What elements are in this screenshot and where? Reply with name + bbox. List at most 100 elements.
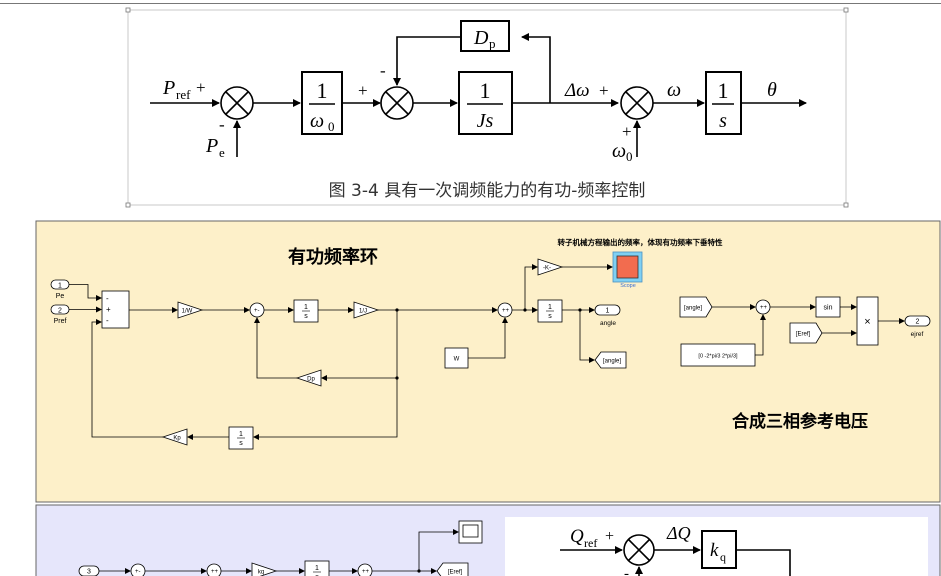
scope-block[interactable]: Scope <box>612 251 643 289</box>
svg-text:ΔQ: ΔQ <box>666 523 691 543</box>
sum-block-1[interactable]: - + - <box>101 290 130 329</box>
figure-3-4: P ref + - P e 1 ω 0 + - <box>125 7 849 208</box>
integrator-block: 1 s <box>705 71 742 135</box>
svg-text:[angle]: [angle] <box>684 306 702 312</box>
sum-circle-q3[interactable]: ++ <box>357 563 373 576</box>
scope-block-q[interactable] <box>458 520 483 544</box>
integrator-block-q[interactable]: 1 s <box>304 560 330 576</box>
svg-text:1: 1 <box>304 304 308 311</box>
phase-constant-block[interactable]: [0 -2*pi/3 2*pi/3] <box>680 343 756 367</box>
svg-text:Scope: Scope <box>620 283 636 289</box>
svg-text:++: ++ <box>502 308 510 314</box>
svg-text:1: 1 <box>548 304 552 311</box>
integrator-block-kp[interactable]: 1 s <box>228 426 254 450</box>
sum-circle-q1[interactable]: +- <box>130 563 146 576</box>
svg-text:[Eref]: [Eref] <box>448 570 463 576</box>
svg-text:-K-: -K- <box>543 266 551 272</box>
reactive-power-figure: Q ref + - ΔQ k q <box>505 517 928 576</box>
svg-text:s: s <box>548 313 552 320</box>
product-block[interactable]: × <box>856 296 879 346</box>
sum-circle-4[interactable]: ++ <box>755 299 771 315</box>
svg-text:1: 1 <box>718 78 729 103</box>
svg-text:k: k <box>710 540 719 561</box>
from-angle-block[interactable]: [angle] <box>679 296 713 318</box>
kq-block: k q <box>701 530 737 569</box>
svg-text:1: 1 <box>606 308 610 315</box>
svg-text:+: + <box>605 528 614 545</box>
svg-text:+-: +- <box>135 569 141 575</box>
sum-junction-q <box>623 534 655 566</box>
svg-text:1: 1 <box>480 78 491 103</box>
scope-annotation: 转子机械方程输出的频率，体现有功频率下垂特性 <box>558 237 723 247</box>
omega-label: ω <box>667 79 681 101</box>
neg-gain-block[interactable]: -K- <box>537 258 564 276</box>
resize-handle[interactable] <box>125 202 131 208</box>
pref-sub: ref <box>176 87 191 102</box>
svg-text:ω: ω <box>310 110 324 132</box>
svg-text:ref: ref <box>584 536 597 550</box>
plus-sign: + <box>599 81 609 100</box>
svg-text:3: 3 <box>87 569 91 576</box>
svg-text:p: p <box>489 36 496 51</box>
plus-sign: + <box>358 81 368 100</box>
resize-handle[interactable] <box>843 202 849 208</box>
svg-text:W: W <box>454 357 460 363</box>
outport-angle[interactable]: 1 angle <box>594 304 621 327</box>
theta-label: θ <box>767 79 777 101</box>
svg-text:Q: Q <box>570 526 584 547</box>
svg-text:Kp: Kp <box>173 436 181 442</box>
svg-text:2: 2 <box>58 308 62 315</box>
svg-text:1: 1 <box>239 431 243 438</box>
sum-junction-1 <box>220 86 254 120</box>
from-eref-block[interactable]: [Eref] <box>789 322 823 344</box>
svg-text:ejref: ejref <box>911 331 924 338</box>
damping-gain-block[interactable]: Dp <box>295 369 322 387</box>
constant-w-block[interactable]: W <box>444 347 469 369</box>
reactive-power-panel: 3 +- ++ kq 1 s ++ <box>35 504 941 576</box>
svg-text:++: ++ <box>760 305 768 311</box>
svg-text:+-: +- <box>254 308 260 314</box>
pref-label: P <box>162 77 175 99</box>
svg-text:sin: sin <box>824 305 833 312</box>
svg-text:Js: Js <box>477 110 494 132</box>
inertia-block: 1 Js <box>458 71 513 135</box>
goto-eref-block[interactable]: [Eref] <box>436 562 469 576</box>
svg-text:angle: angle <box>600 320 616 327</box>
resize-handle[interactable] <box>125 7 131 13</box>
gain-1-over-omega0-block: 1 ω 0 <box>301 71 343 135</box>
gain-1w-block[interactable]: 1/W <box>177 301 204 319</box>
resize-handle[interactable] <box>843 7 849 13</box>
inport-pref[interactable]: 2 Pref <box>50 304 70 325</box>
active-power-panel: 有功频率环 合成三相参考电压 转子机械方程输出的频率，体现有功频率下垂特性 1 … <box>35 220 941 503</box>
sum-circle-q2[interactable]: ++ <box>206 563 222 576</box>
sum-circle-3[interactable]: ++ <box>497 302 513 318</box>
goto-angle-block[interactable]: [angle] <box>594 351 627 369</box>
kp-gain-block[interactable]: Kp <box>161 428 188 446</box>
plus-sign: + <box>622 122 632 141</box>
svg-text:-: - <box>106 294 109 303</box>
sum-circle-2[interactable]: +- <box>249 302 265 318</box>
svg-text:-: - <box>624 566 629 576</box>
svg-text:+: + <box>106 305 111 314</box>
svg-text:1: 1 <box>315 565 319 572</box>
svg-text:++: ++ <box>211 569 219 575</box>
integrator-block-1[interactable]: 1 s <box>293 299 319 323</box>
sum-junction-3 <box>620 86 654 120</box>
inport-3[interactable]: 3 <box>78 565 100 576</box>
panel-title: 有功频率环 <box>288 246 378 268</box>
svg-text:1: 1 <box>317 78 328 103</box>
gain-1j-block[interactable]: 1/J <box>353 301 380 319</box>
svg-text:D: D <box>473 27 489 49</box>
panel-subtitle: 合成三相参考电压 <box>732 411 868 432</box>
outport-ejref[interactable]: 2 ejref <box>904 315 931 338</box>
omega0-sub: 0 <box>626 149 633 164</box>
kq-gain-block[interactable]: kq <box>251 562 278 576</box>
integrator-block-2[interactable]: 1 s <box>537 299 563 323</box>
minus-sign: - <box>219 115 225 134</box>
sum-junction-2 <box>380 86 414 120</box>
figure-caption: 图 3-4 具有一次调频能力的有功-频率控制 <box>329 181 646 201</box>
sin-block[interactable]: sin <box>815 296 841 318</box>
svg-text:×: × <box>864 316 870 328</box>
svg-text:Pe: Pe <box>56 293 65 300</box>
